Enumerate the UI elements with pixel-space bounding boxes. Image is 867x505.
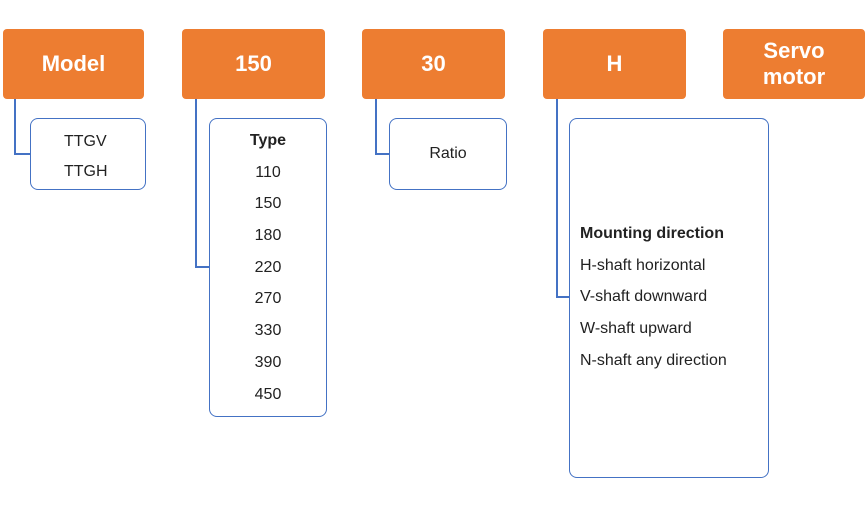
model-option: TTGV xyxy=(64,133,107,150)
type-connector xyxy=(195,99,209,268)
type-option: 110 xyxy=(255,163,281,181)
mounting-option: N-shaft any direction xyxy=(580,351,727,369)
type-options-box: Type 110 150 180 220 270 330 390 450 xyxy=(209,118,327,417)
header-ratio-code: 30 xyxy=(362,29,505,99)
header-servo-motor-line1: Servo xyxy=(763,38,825,63)
header-model-label: Model xyxy=(41,51,106,76)
type-option: 330 xyxy=(254,322,282,340)
header-type-code: 150 xyxy=(182,29,325,99)
type-option: 390 xyxy=(254,353,282,371)
ratio-connector xyxy=(375,99,389,155)
type-title: Type xyxy=(249,132,287,149)
header-servo-motor-line2: motor xyxy=(762,64,826,89)
type-option: 450 xyxy=(254,385,282,403)
header-servo-motor: Servo motor xyxy=(723,29,865,99)
model-options-box: TTGV TTGH xyxy=(30,118,146,190)
mount-connector xyxy=(556,99,569,298)
type-option: 270 xyxy=(254,290,282,308)
header-mount-code-label: H xyxy=(606,51,623,76)
type-option: 180 xyxy=(254,227,282,245)
mounting-title: Mounting direction xyxy=(580,225,724,242)
header-type-code-label: 150 xyxy=(235,51,272,76)
type-option: 220 xyxy=(254,258,282,276)
ratio-label: Ratio xyxy=(429,145,467,162)
ratio-box: Ratio xyxy=(389,118,507,190)
type-option: 150 xyxy=(254,195,282,213)
model-option: TTGH xyxy=(64,163,108,180)
header-model: Model xyxy=(3,29,144,99)
header-ratio-code-label: 30 xyxy=(421,51,446,76)
header-mount-code: H xyxy=(543,29,686,99)
mounting-option: W-shaft upward xyxy=(580,320,692,338)
model-connector xyxy=(14,99,30,155)
mounting-option: H-shaft horizontal xyxy=(580,256,706,274)
mounting-option: V-shaft downward xyxy=(580,288,708,306)
mounting-direction-box: Mounting direction H-shaft horizontal V-… xyxy=(569,118,769,478)
